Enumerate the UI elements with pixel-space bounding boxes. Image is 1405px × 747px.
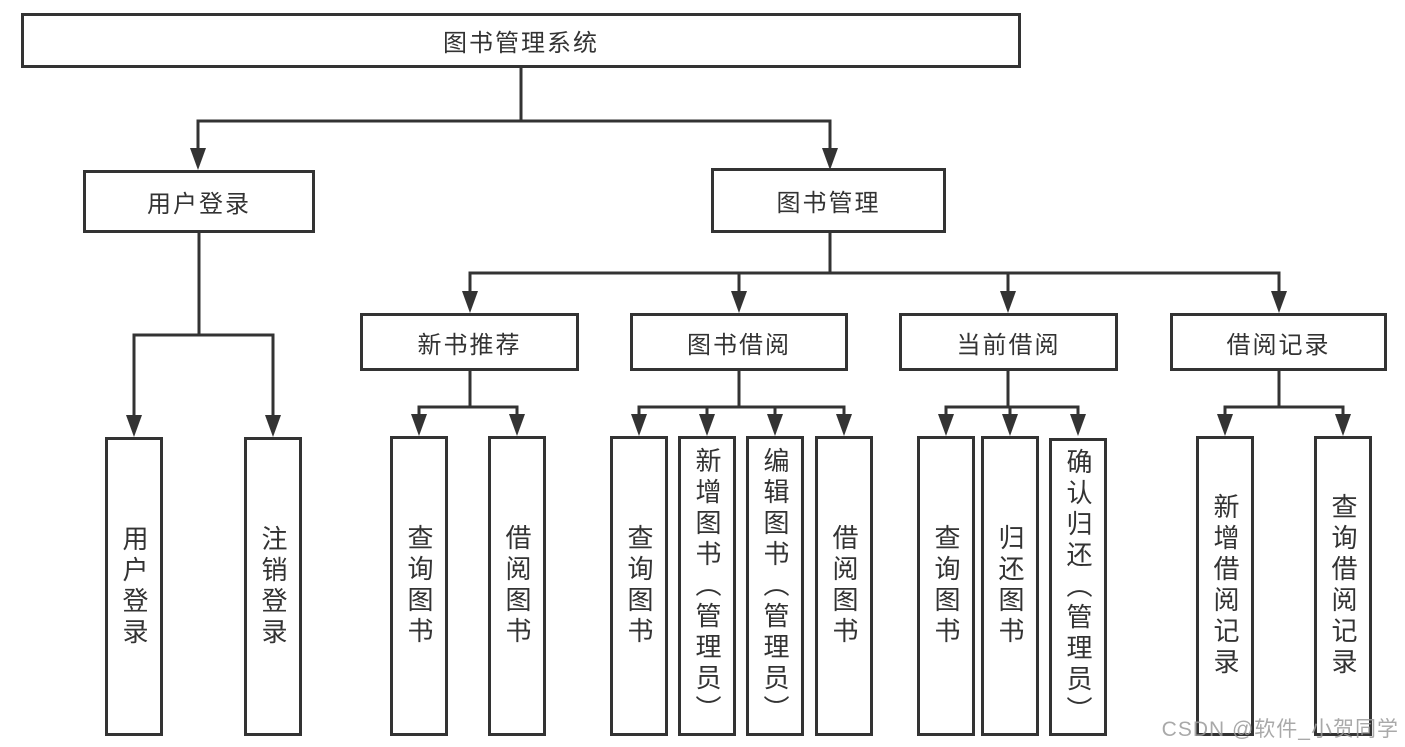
branch-node-user-login: 用户登录: [83, 170, 315, 233]
leaf-node-borrow-edit-books-admin: 编辑图书（管理员）: [746, 436, 804, 736]
leaf-node-borrow-add-books-admin: 新增图书（管理员）: [678, 436, 736, 736]
csdn-watermark: CSDN @软件_小贺同学: [1161, 718, 1399, 741]
leaf-node-newbook-borrow-books: 借阅图书: [488, 436, 546, 736]
category-node-borrow-records: 借阅记录: [1170, 313, 1387, 371]
leaf-node-current-return-books: 归还图书: [981, 436, 1039, 736]
category-node-new-book-recommend: 新书推荐: [360, 313, 579, 371]
leaf-node-borrow-query-books: 查询图书: [610, 436, 668, 736]
category-node-current-borrow: 当前借阅: [899, 313, 1118, 371]
leaf-node-current-query-books: 查询图书: [917, 436, 975, 736]
leaf-node-user-login: 用户登录: [105, 437, 163, 736]
category-node-book-borrow: 图书借阅: [630, 313, 848, 371]
leaf-node-borrow-borrow-books: 借阅图书: [815, 436, 873, 736]
leaf-node-records-query-record: 查询借阅记录: [1314, 436, 1372, 736]
leaf-node-current-confirm-return-admin: 确认归还（管理员）: [1049, 438, 1107, 736]
root-node-library-system: 图书管理系统: [21, 13, 1021, 68]
leaf-node-logout: 注销登录: [244, 437, 302, 736]
branch-node-book-management: 图书管理: [711, 168, 946, 233]
leaf-node-records-add-record: 新增借阅记录: [1196, 436, 1254, 736]
leaf-node-newbook-query-books: 查询图书: [390, 436, 448, 736]
